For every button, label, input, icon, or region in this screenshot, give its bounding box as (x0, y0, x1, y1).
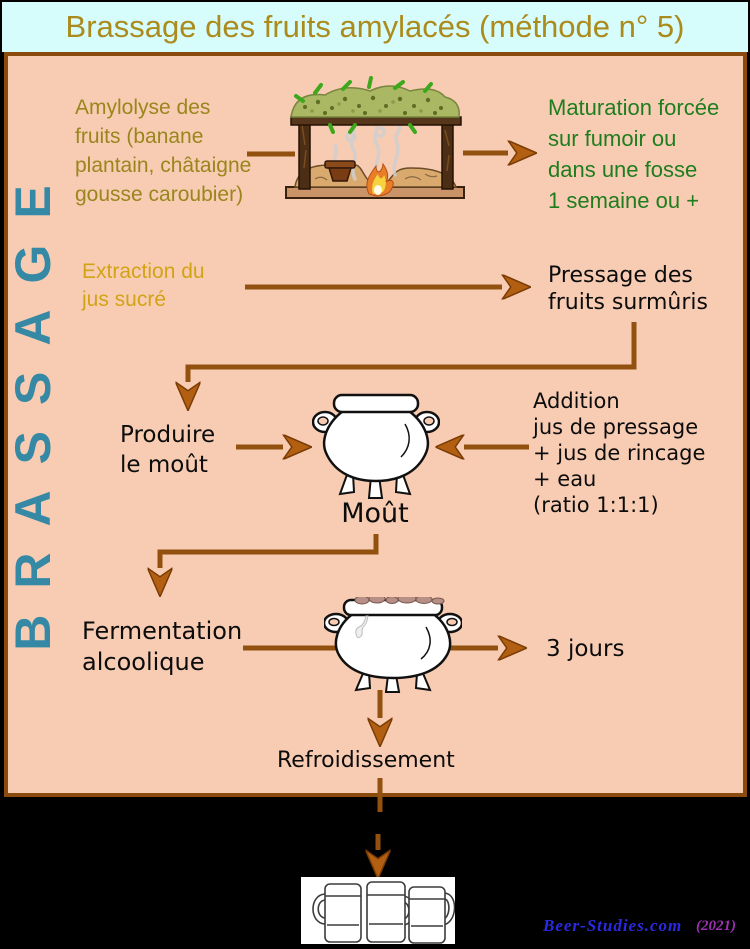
step-pressage: Pressage des fruits surmûris (548, 263, 708, 315)
hut-fruit-canopy (290, 76, 460, 134)
cauldron-fermentation-icon (324, 597, 462, 693)
duration-label: 3 jours (546, 636, 625, 662)
hut-fire (366, 162, 394, 197)
step-amylolyse: Amylolyse des fruits (banane plantain, c… (75, 96, 252, 206)
smoking-hut-icon (285, 76, 465, 199)
fermentation-drip (355, 615, 369, 639)
mout-label: Moût (341, 498, 409, 529)
step-refroidissement: Refroidissement (277, 748, 455, 773)
step-maturation: Maturation forcée sur fumoir ou dans une… (548, 95, 720, 213)
fermentation-foam (354, 597, 445, 605)
page-title: Brassage des fruits amylacés (méthode n°… (65, 9, 685, 44)
step-extraction: Extraction du jus sucré (82, 260, 205, 311)
step-addition: Addition jus de pressage + jus de rincag… (533, 389, 706, 517)
beer-mugs-icon (312, 881, 456, 944)
step-produire-mout: Produire le moût (120, 422, 216, 478)
hut-mortar-pot (324, 160, 356, 182)
credit-year: (2021) (696, 918, 736, 934)
step-fermentation: Fermentation alcoolique (82, 617, 243, 676)
credit-site-link[interactable]: Beer-Studies.com (543, 916, 683, 935)
cauldron-mout-icon (312, 393, 440, 499)
title-banner: Brassage des fruits amylacés (méthode n°… (2, 2, 748, 52)
beer-mugs-illustration (301, 877, 456, 944)
vertical-brassage-label: BRASSAGE (5, 159, 61, 651)
